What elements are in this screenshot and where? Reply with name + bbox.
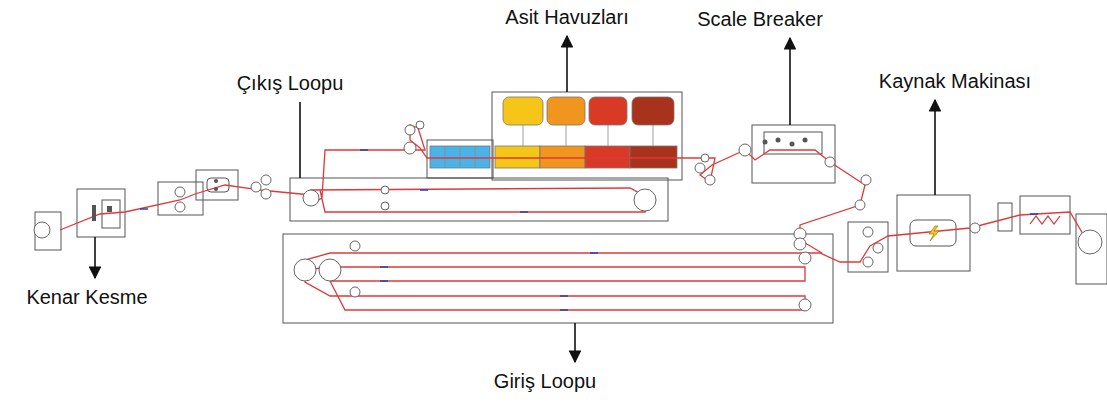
part-label: Asit Havuzları	[505, 6, 628, 28]
part-label: Giriş Loopu	[494, 370, 596, 392]
part-label: Scale Breaker	[697, 8, 823, 30]
part-label: Kenar Kesme	[26, 286, 147, 308]
part-label: Kaynak Makinası	[879, 70, 1031, 92]
part-label: Çıkış Loopu	[237, 72, 344, 94]
